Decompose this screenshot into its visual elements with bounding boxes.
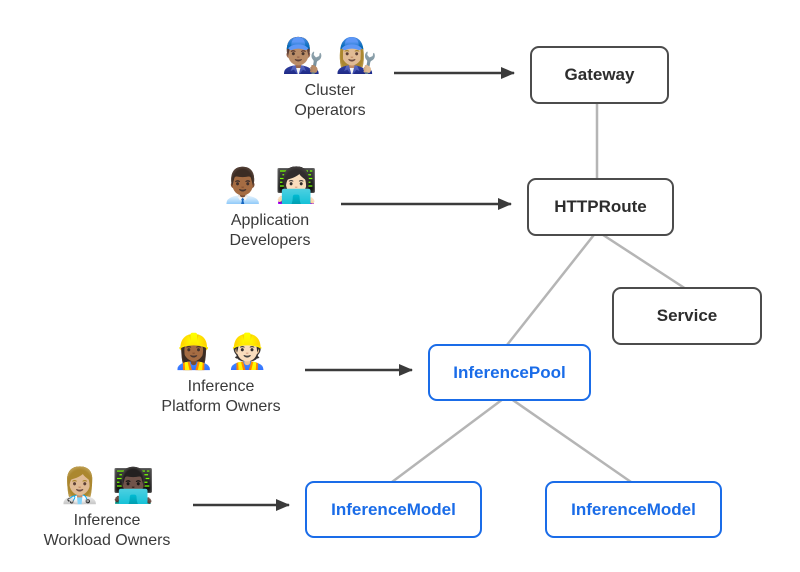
node-inferencemodel-left-label: InferenceModel [331,499,456,519]
edge-httproute-inferencepool [506,230,598,346]
node-inferencemodel-left: InferenceModel [305,481,482,538]
actor-inference-platform-owners: 👷🏾‍♀️ 👷🏻 Inference Platform Owners [131,332,311,417]
edge-httproute-service [596,229,687,291]
inference-platform-owners-emoji: 👷🏾‍♀️ 👷🏻 [172,333,270,371]
cluster-operators-label: Cluster Operators [294,81,366,119]
application-developers-emoji: 👨🏾‍💼 👩🏻‍💻 [221,167,319,205]
application-developers-label: Application Developers [229,211,311,249]
node-inferencemodel-right: InferenceModel [545,481,722,538]
node-service-label: Service [656,306,718,325]
node-httproute-label: HTTPRoute [554,197,647,216]
actor-inference-workload-owners: 👩🏼‍⚕️ 👨🏿‍💻 Inference Workload Owners [17,466,197,551]
cluster-operators-emoji: 👨🏽‍🔧 👩🏼‍🔧 [281,37,379,75]
node-inferencepool-label: InferencePool [453,362,566,382]
actor-cluster-operators: 👨🏽‍🔧 👩🏼‍🔧 Cluster Operators [240,36,420,121]
edge-inferencepool-inferencemodel-left [391,394,508,484]
inference-workload-owners-label: Inference Workload Owners [43,511,171,549]
edge-inferencepool-inferencemodel-right [506,394,632,484]
node-inferencemodel-right-label: InferenceModel [571,499,696,519]
node-gateway: Gateway [530,46,669,104]
inference-platform-owners-label: Inference Platform Owners [161,377,281,415]
node-inferencepool: InferencePool [428,344,591,401]
inference-workload-owners-emoji: 👩🏼‍⚕️ 👨🏿‍💻 [58,467,156,505]
node-httproute: HTTPRoute [527,178,674,236]
actor-application-developers: 👨🏾‍💼 👩🏻‍💻 Application Developers [180,166,360,251]
node-gateway-label: Gateway [564,65,635,84]
node-service: Service [612,287,762,345]
